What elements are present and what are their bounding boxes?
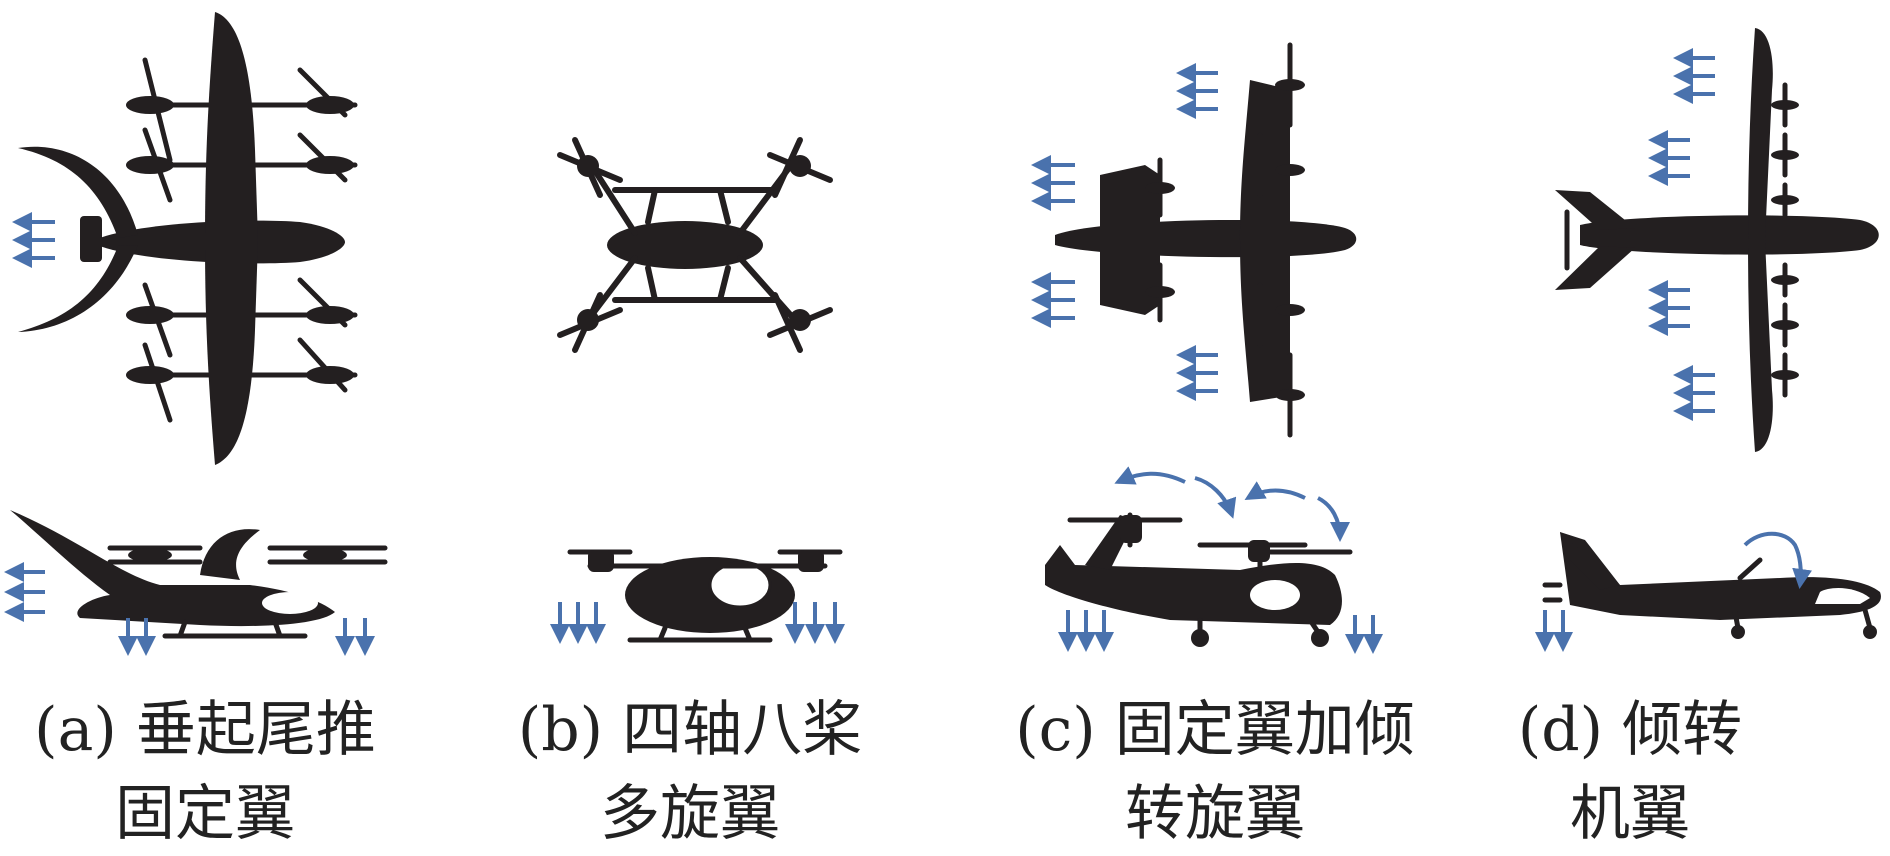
caption-d-line2: 机翼 bbox=[1395, 772, 1865, 856]
panel-d-tilt-arrow bbox=[1745, 534, 1801, 585]
pusher-motor bbox=[80, 216, 102, 262]
caption-c-line1: (c) 固定翼加倾 bbox=[980, 688, 1450, 772]
panel-a-top-view bbox=[18, 12, 355, 465]
caption-b-line1: (b) 四轴八桨 bbox=[455, 688, 925, 772]
caption-a: (a) 垂起尾推 固定翼 bbox=[0, 688, 440, 856]
panel-c-tilt-arrows bbox=[1118, 474, 1340, 538]
panel-c-side-view bbox=[1045, 515, 1350, 647]
panel-c-top-view bbox=[1055, 45, 1356, 435]
panel-d-top-view bbox=[1555, 28, 1879, 452]
main-wing bbox=[205, 12, 258, 465]
caption-c: (c) 固定翼加倾 转旋翼 bbox=[980, 688, 1450, 856]
panel-a-thrust-arrows bbox=[16, 222, 55, 258]
panel-d-side-view bbox=[1545, 532, 1881, 639]
side-fin bbox=[200, 529, 260, 580]
caption-a-line1: (a) 垂起尾推 bbox=[0, 688, 440, 772]
caption-b: (b) 四轴八桨 多旋翼 bbox=[455, 688, 925, 856]
side-canopy bbox=[262, 592, 318, 614]
side-canopy bbox=[1250, 580, 1300, 610]
panel-b-side-view bbox=[570, 550, 840, 640]
main-wing bbox=[1240, 80, 1290, 402]
caption-c-line2: 转旋翼 bbox=[980, 772, 1450, 856]
caption-d: (d) 倾转 机翼 bbox=[1395, 688, 1865, 856]
panel-d-lift-arrows bbox=[1545, 610, 1563, 648]
panel-a-side-view bbox=[10, 510, 385, 636]
caption-a-line2: 固定翼 bbox=[0, 772, 440, 856]
caption-d-line1: (d) 倾转 bbox=[1395, 688, 1865, 772]
side-window bbox=[710, 563, 770, 607]
side-body bbox=[1045, 545, 1342, 625]
panel-b-top-view bbox=[560, 140, 830, 350]
tail-upper bbox=[18, 147, 138, 238]
caption-b-line2: 多旋翼 bbox=[455, 772, 925, 856]
